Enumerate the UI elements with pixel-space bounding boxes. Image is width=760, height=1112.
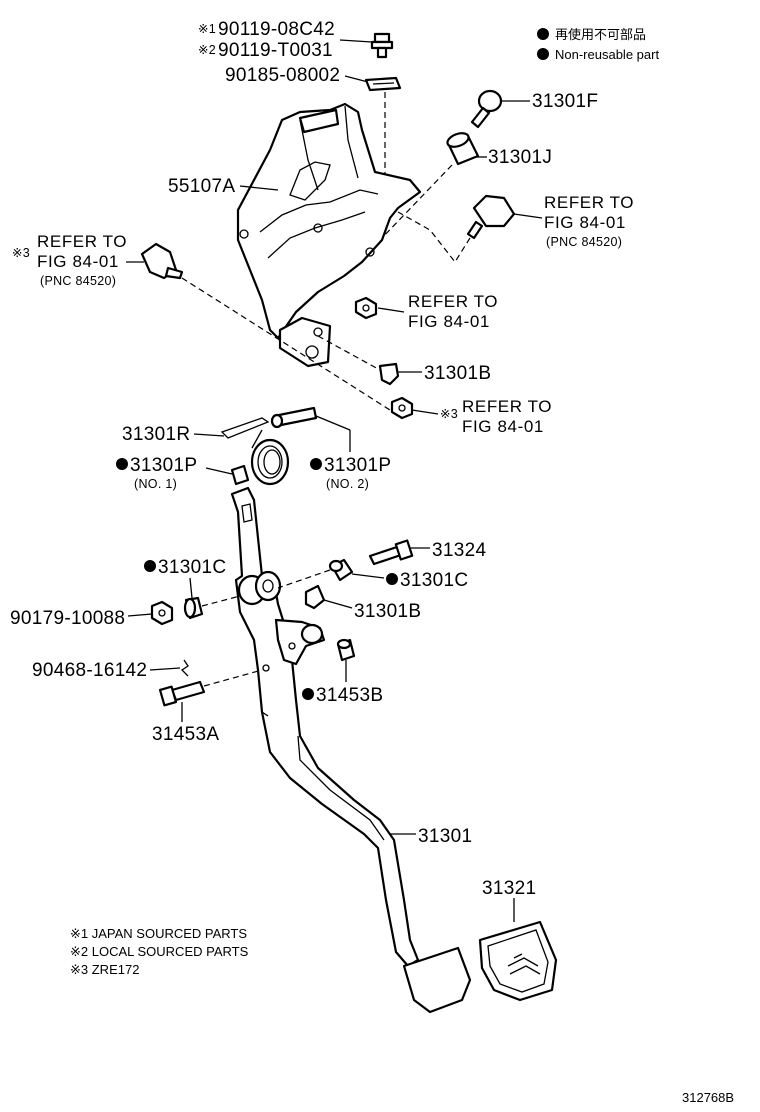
bush-31453B (336, 638, 356, 662)
diagram-id: 312768B (682, 1090, 734, 1105)
part-31301P-no1: 31301P (130, 455, 197, 476)
part-31301C-left: 31301C (158, 557, 226, 578)
part-31301C-right: 31301C (400, 570, 468, 591)
pnc-right-top: (PNC 84520) (546, 235, 622, 249)
note3-mark-left: ※3 (12, 246, 30, 260)
collar-31301C-right (328, 558, 354, 582)
part-31301: 31301 (418, 826, 472, 847)
nonreusable-bullet-icon (537, 48, 549, 60)
fig-left: FIG 84-01 (37, 252, 119, 271)
pedal-bracket-55107A (236, 102, 422, 368)
bolt-31324 (368, 539, 414, 566)
part-31301J: 31301J (488, 147, 552, 168)
nonreusable-bullet-icon (144, 560, 156, 572)
label-no1: (NO. 1) (134, 477, 177, 491)
note3-mark-lower: ※3 (440, 407, 458, 421)
legend-english: Non-reusable part (555, 47, 659, 62)
part-90179-10088: 90179-10088 (10, 608, 125, 629)
clip-90185 (364, 76, 402, 92)
footnote-2: ※2 LOCAL SOURCED PARTS (70, 944, 249, 959)
refer-to-right-top: REFER TO (544, 193, 634, 212)
pivot-pin (270, 406, 318, 429)
legend: 再使用不可部品 Non-reusable part (537, 27, 659, 62)
pedal-pad-base (402, 946, 472, 1014)
part-31301F: 31301F (532, 91, 598, 112)
note2-mark: ※2 (198, 43, 216, 57)
brake-pedal-31301 (230, 486, 420, 968)
part-55107A: 55107A (168, 176, 235, 197)
bush-31301J (446, 132, 480, 166)
bolt-31301F (470, 89, 503, 129)
part-31301R: 31301R (122, 424, 190, 445)
label-no2: (NO. 2) (326, 477, 369, 491)
part-90119-08C42: 90119-08C42 (218, 19, 335, 40)
part-31321: 31321 (482, 878, 536, 899)
fig-right-top: FIG 84-01 (544, 213, 626, 232)
return-spring-31301R (220, 417, 290, 486)
fig-middle: FIG 84-01 (408, 312, 490, 331)
pedal-pad-31321 (478, 920, 558, 1002)
bush-31301P (230, 464, 250, 486)
footnotes: ※1 JAPAN SOURCED PARTS ※2 LOCAL SOURCED … (70, 926, 249, 977)
note1-mark: ※1 (198, 22, 216, 36)
part-31453A: 31453A (152, 724, 219, 745)
stop-lamp-switch-left (140, 242, 184, 280)
bolt-90119 (370, 32, 394, 59)
legend-japanese: 再使用不可部品 (555, 27, 646, 42)
nonreusable-bullet-icon (116, 458, 128, 470)
clip-90468 (180, 659, 189, 677)
collar-31301C-left (183, 596, 204, 620)
part-31453B: 31453B (316, 685, 383, 706)
refer-to-middle: REFER TO (408, 292, 498, 311)
refer-to-left: REFER TO (37, 232, 127, 251)
refer-to-lower: REFER TO (462, 397, 552, 416)
footnote-3: ※3 ZRE172 (70, 962, 139, 977)
part-90468-16142: 90468-16142 (32, 660, 147, 681)
nonreusable-bullet-icon (386, 573, 398, 585)
nut-lower (390, 396, 414, 420)
part-90185-08002: 90185-08002 (225, 65, 340, 86)
part-90119-T0031: 90119-T0031 (218, 40, 333, 61)
part-31324: 31324 (432, 540, 486, 561)
pnc-left: (PNC 84520) (40, 274, 116, 288)
nonreusable-bullet-icon (537, 28, 549, 40)
nonreusable-bullet-icon (310, 458, 322, 470)
nonreusable-bullet-icon (302, 688, 314, 700)
pin-31453A (158, 680, 206, 707)
stop-lamp-switch-right (466, 194, 516, 240)
nut-middle (354, 296, 378, 320)
part-31301P-no2: 31301P (324, 455, 391, 476)
part-31301B-lower: 31301B (354, 601, 421, 622)
nut-90179 (150, 600, 174, 626)
fig-lower: FIG 84-01 (462, 417, 544, 436)
footnote-1: ※1 JAPAN SOURCED PARTS (70, 926, 247, 941)
stopper-cushion-31301B-lower (304, 584, 326, 610)
part-31301B-upper: 31301B (424, 363, 491, 384)
stopper-cushion-31301B-upper (378, 362, 400, 386)
